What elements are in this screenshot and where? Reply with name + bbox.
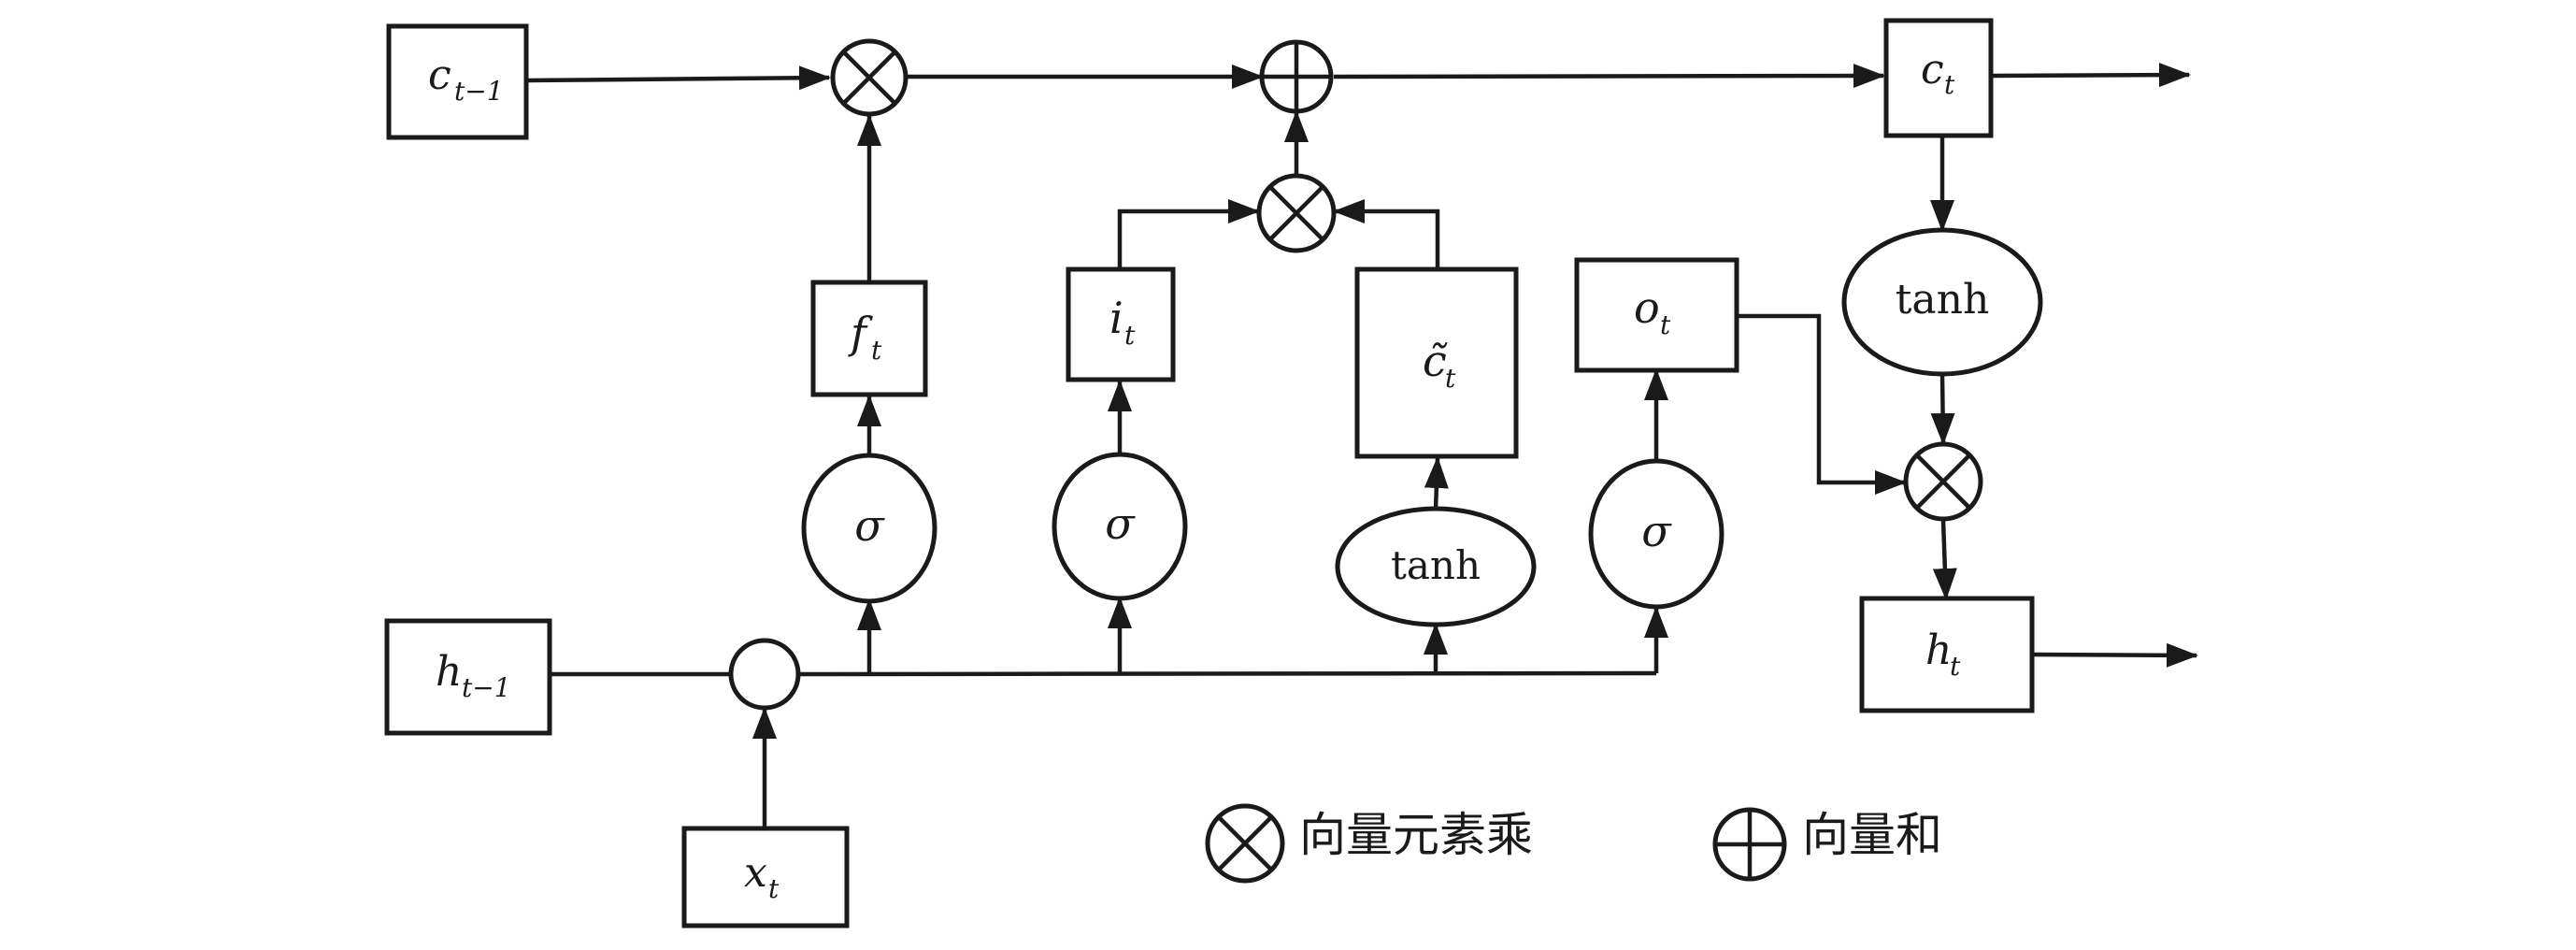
- c-t-sub: t: [1944, 69, 1955, 100]
- sigma-output: σ: [1588, 458, 1724, 610]
- legend-multiply: 向量元素乘: [1205, 803, 1533, 884]
- o-t-box: o t: [1574, 257, 1739, 373]
- tanh-candidate: tanh: [1335, 506, 1537, 627]
- h-t-box: h t: [1859, 596, 2035, 713]
- legend: 向量元素乘 向量和: [1205, 803, 1942, 884]
- c-prev-box: c t−1: [386, 23, 529, 140]
- c-prev-main: c: [428, 51, 451, 99]
- f-t-sub: t: [871, 335, 882, 366]
- sigma-input-label: σ: [1105, 498, 1136, 549]
- h-t-main: h: [1925, 626, 1952, 674]
- f-t-box: f t: [810, 280, 928, 397]
- output-multiply-op: [1903, 441, 1983, 522]
- c-tilde-box: c̃ t: [1354, 266, 1519, 459]
- c-tilde-sub: t: [1445, 363, 1456, 394]
- c-tilde-main: c̃: [1423, 336, 1448, 386]
- forget-multiply-op: [830, 38, 909, 117]
- i-t-main: i: [1109, 293, 1123, 343]
- c-t-box: c t: [1883, 18, 1994, 138]
- h-prev-box: h t−1: [384, 618, 552, 736]
- h-t-sub: t: [1950, 651, 1961, 682]
- o-t-sub: t: [1660, 309, 1671, 340]
- sigma-forget-label: σ: [854, 500, 885, 551]
- cell-add-op: [1259, 39, 1334, 114]
- i-t-box: i t: [1066, 266, 1176, 382]
- tanh-cell: tanh: [1841, 227, 2043, 377]
- sigma-output-label: σ: [1641, 506, 1672, 556]
- o-t-main: o: [1634, 282, 1660, 333]
- legend-multiply-label: 向量元素乘: [1299, 808, 1533, 862]
- x-t-box: x t: [681, 826, 850, 928]
- concat-node: [728, 638, 801, 711]
- i-t-sub: t: [1124, 320, 1136, 351]
- c-prev-sub: t−1: [454, 76, 504, 107]
- tanh-candidate-label: tanh: [1391, 542, 1481, 588]
- x-t-main: x: [744, 849, 767, 897]
- connectors: [525, 63, 2198, 828]
- input-multiply-op: [1256, 173, 1337, 253]
- c-t-main: c: [1921, 46, 1944, 94]
- legend-add-label: 向量和: [1802, 808, 1942, 862]
- legend-add: 向量和: [1712, 807, 1942, 882]
- sigma-forget: σ: [801, 453, 937, 604]
- sigma-input: σ: [1052, 452, 1188, 601]
- tanh-cell-label: tanh: [1896, 276, 1990, 324]
- h-prev-main: h: [436, 648, 462, 696]
- x-t-sub: t: [768, 873, 780, 904]
- h-prev-sub: t−1: [462, 672, 511, 703]
